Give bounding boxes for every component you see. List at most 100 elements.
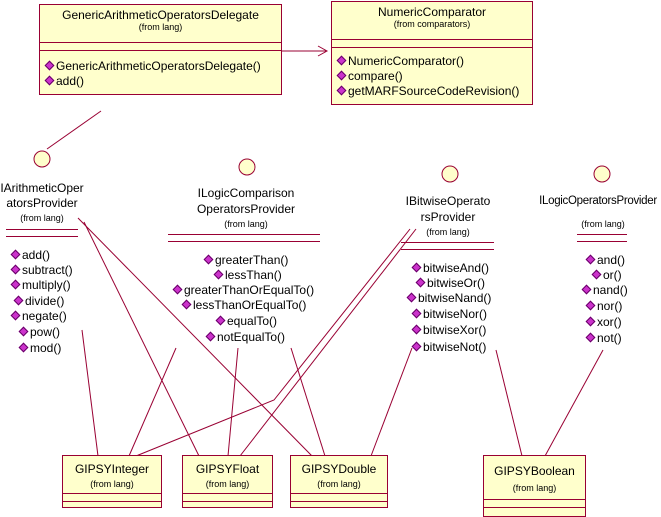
operation-marker-icon bbox=[44, 75, 55, 86]
operation-marker-icon bbox=[13, 295, 24, 306]
operation-marker-icon bbox=[415, 277, 426, 288]
comparison-interface-icon bbox=[238, 158, 256, 176]
operation-marker-icon bbox=[411, 308, 422, 319]
interface-package: (from lang) bbox=[581, 219, 625, 229]
operation: bitwiseNor() bbox=[411, 307, 487, 322]
interface-name: OperatorsProvider bbox=[196, 202, 296, 216]
operation: multiply() bbox=[10, 278, 71, 293]
operation: nand() bbox=[581, 283, 628, 298]
operation: subtract() bbox=[10, 263, 73, 278]
operation-marker-icon bbox=[411, 324, 422, 335]
class-name: GIPSYDouble bbox=[301, 462, 377, 476]
logic-interface-icon bbox=[593, 165, 611, 183]
operation-marker-icon bbox=[18, 342, 29, 353]
operation: lessThan() bbox=[213, 268, 282, 283]
operation: xor() bbox=[585, 315, 622, 330]
realization-line bbox=[290, 347, 326, 457]
operation-marker-icon bbox=[205, 331, 216, 342]
comparator-class-box: NumericComparator (from comparators) Num… bbox=[331, 1, 533, 105]
realization-line bbox=[227, 347, 239, 457]
operation: equalTo() bbox=[215, 314, 277, 329]
operation-marker-icon bbox=[585, 254, 596, 265]
gipsy-float-class-box: GIPSYFloat (from lang) bbox=[182, 455, 273, 508]
class-package: (from lang) bbox=[90, 479, 134, 489]
interface-name: ILogicComparison bbox=[197, 186, 295, 200]
operation-marker-icon bbox=[336, 55, 347, 66]
bitwise-interface-icon bbox=[441, 165, 459, 183]
class-name: GenericArithmeticOperatorsDelegate bbox=[62, 8, 259, 22]
operation-marker-icon bbox=[213, 269, 224, 280]
operation-marker-icon bbox=[215, 315, 226, 326]
class-package: (from lang) bbox=[512, 483, 557, 493]
operation: not() bbox=[585, 331, 622, 346]
operation-marker-icon bbox=[585, 316, 596, 327]
operation-marker-icon bbox=[585, 332, 596, 343]
arithmetic-interface-icon bbox=[33, 150, 51, 168]
operation: add() bbox=[44, 74, 84, 89]
interface-package: (from lang) bbox=[426, 227, 470, 237]
realization-line bbox=[495, 349, 523, 457]
association-line bbox=[46, 110, 102, 150]
operation-marker-icon bbox=[172, 284, 183, 295]
realization-line bbox=[239, 228, 417, 457]
operation: pow() bbox=[18, 325, 60, 340]
class-package: (from lang) bbox=[138, 22, 183, 32]
operation: divide() bbox=[13, 294, 64, 309]
operation-marker-icon bbox=[585, 300, 596, 311]
operation: or() bbox=[591, 268, 622, 283]
operation: negate() bbox=[10, 309, 67, 324]
realization-line bbox=[135, 228, 411, 457]
interface-name: rsProvider bbox=[420, 210, 476, 224]
operation: NumericComparator() bbox=[336, 54, 464, 69]
interface-name: atorsProvider bbox=[6, 196, 78, 210]
class-name: NumericComparator bbox=[377, 5, 487, 19]
operation: and() bbox=[585, 253, 625, 268]
operation-marker-icon bbox=[10, 264, 21, 275]
operation: greaterThan() bbox=[203, 253, 288, 268]
realization-line bbox=[77, 217, 313, 457]
class-name: GIPSYInteger bbox=[74, 462, 150, 476]
operation: bitwiseNot() bbox=[411, 340, 486, 355]
interface-name: IBitwiseOperato bbox=[405, 194, 491, 208]
operation-marker-icon bbox=[336, 85, 347, 96]
gipsy-integer-class-box: GIPSYInteger (from lang) bbox=[62, 455, 162, 508]
interface-package: (from lang) bbox=[20, 213, 64, 223]
gipsy-double-class-box: GIPSYDouble (from lang) bbox=[290, 455, 388, 508]
operation: mod() bbox=[18, 341, 61, 356]
gipsy-boolean-class-box: GIPSYBoolean (from lang) bbox=[483, 455, 586, 517]
realization-line bbox=[544, 349, 604, 457]
operation: lessThanOrEqualTo() bbox=[181, 298, 306, 313]
operation-marker-icon bbox=[411, 341, 422, 352]
class-package: (from comparators) bbox=[393, 19, 471, 29]
class-name: GIPSYFloat bbox=[195, 462, 260, 476]
operation-marker-icon bbox=[10, 249, 21, 260]
dependency-arrowhead bbox=[317, 45, 329, 57]
operation: bitwiseAnd() bbox=[411, 261, 489, 276]
realization-line bbox=[128, 347, 177, 457]
realization-line bbox=[83, 221, 200, 457]
operation: bitwiseNand() bbox=[406, 291, 491, 306]
operation: greaterThanOrEqualTo() bbox=[172, 283, 314, 298]
operation-marker-icon bbox=[336, 70, 347, 81]
operation-marker-icon bbox=[406, 292, 417, 303]
operation-marker-icon bbox=[203, 254, 214, 265]
operation: add() bbox=[10, 248, 50, 263]
operation-marker-icon bbox=[581, 284, 592, 295]
operation: GenericArithmeticOperatorsDelegate() bbox=[44, 59, 261, 74]
operation: nor() bbox=[585, 299, 622, 314]
operation: bitwiseOr() bbox=[415, 276, 485, 291]
operation-marker-icon bbox=[411, 262, 422, 273]
realization-line bbox=[81, 329, 99, 457]
operation: compare() bbox=[336, 69, 403, 84]
operation-marker-icon bbox=[591, 269, 602, 280]
realization-line bbox=[370, 347, 413, 457]
operation-marker-icon bbox=[18, 326, 29, 337]
interface-name: ILogicOperatorsProvider bbox=[539, 195, 657, 207]
class-package: (from lang) bbox=[317, 479, 361, 489]
operation-marker-icon bbox=[10, 310, 21, 321]
operation-marker-icon bbox=[181, 299, 192, 310]
class-name: GIPSYBoolean bbox=[494, 464, 575, 478]
interface-name: IArithmeticOper bbox=[0, 181, 84, 195]
operation-marker-icon bbox=[44, 60, 55, 71]
